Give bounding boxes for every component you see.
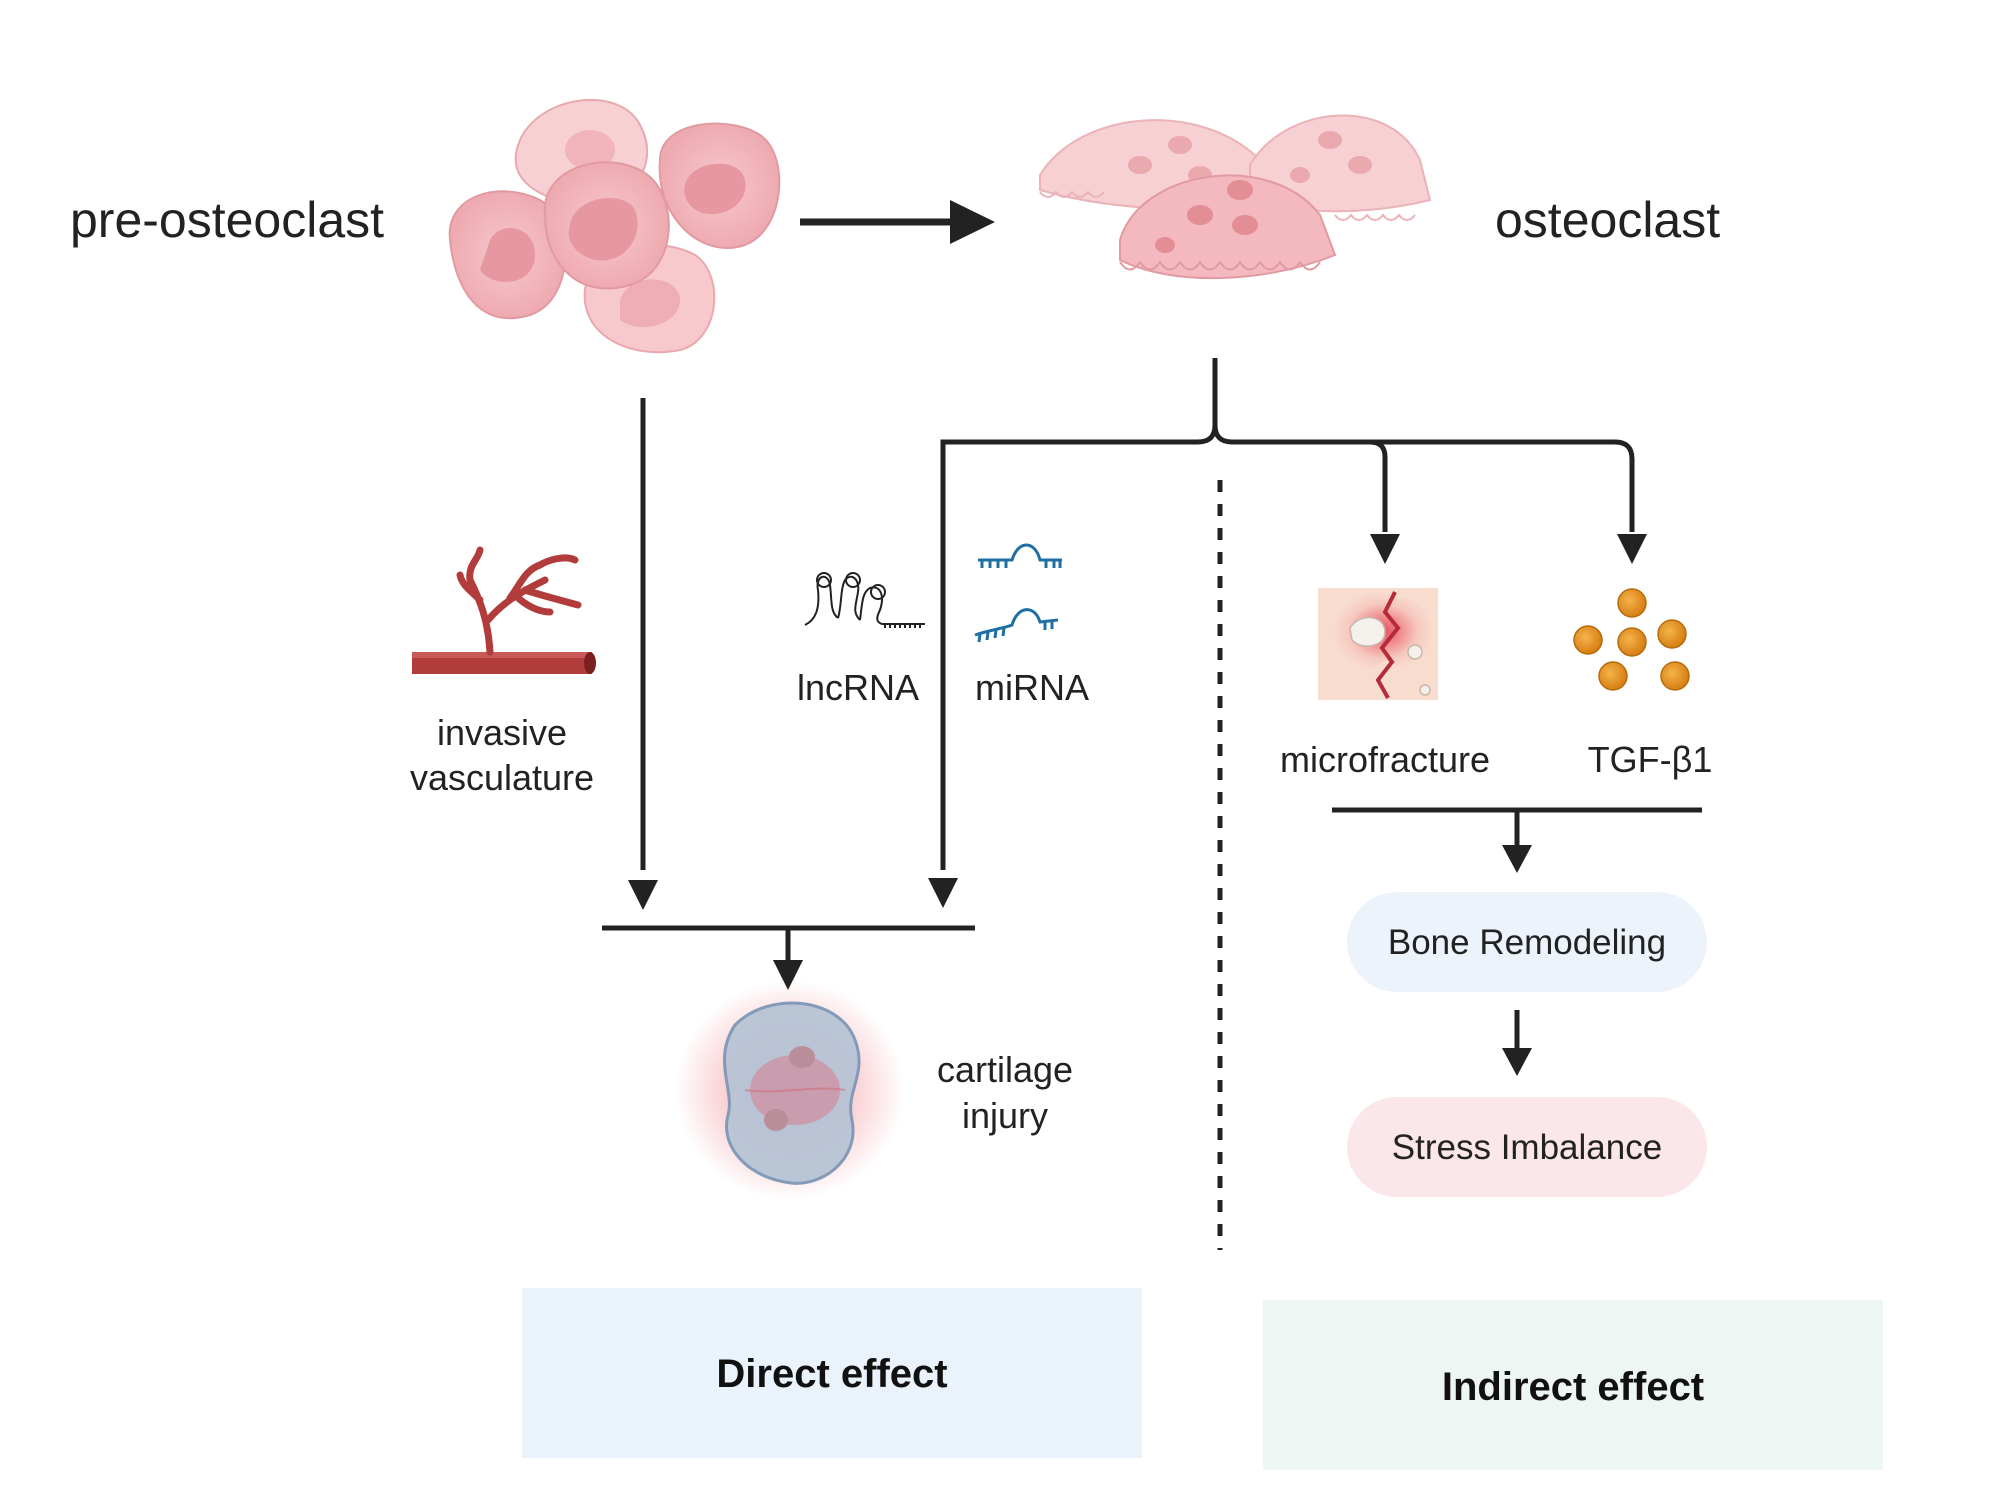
- tgf-beta1-icon: [1573, 588, 1690, 691]
- direct-effect-panel: Direct effect: [522, 1288, 1142, 1458]
- cartilage-injury-icon: [675, 980, 905, 1200]
- arrowheads: [628, 534, 1647, 910]
- pre-osteoclast-label: pre-osteoclast: [70, 192, 384, 248]
- microfracture-icon: [1318, 588, 1438, 700]
- stress-imbalance-label: Stress Imbalance: [1392, 1128, 1662, 1167]
- branch-connectors: [640, 358, 1635, 870]
- microfracture-label: microfracture: [1280, 739, 1490, 780]
- indirect-effect-panel: Indirect effect: [1263, 1300, 1883, 1470]
- mirna-icon: [974, 543, 1062, 643]
- bone-remodeling-pill: Bone Remodeling: [1347, 892, 1707, 992]
- osteoclast-label: osteoclast: [1495, 192, 1720, 248]
- cartilage-injury-label-line1: cartilage: [937, 1049, 1073, 1090]
- invasive-vasculature-label-line2: vasculature: [410, 757, 594, 798]
- blood-vessel-icon: [412, 546, 596, 674]
- direct-effect-label: Direct effect: [716, 1352, 947, 1396]
- indirect-effect-label: Indirect effect: [1442, 1365, 1704, 1409]
- lncrna-icon: [804, 572, 925, 628]
- direct-merge-connector: [602, 925, 975, 990]
- stress-imbalance-pill: Stress Imbalance: [1347, 1097, 1707, 1197]
- lncrna-label: lncRNA: [797, 667, 919, 708]
- tgf-beta1-label: TGF-β1: [1588, 739, 1713, 780]
- cartilage-injury-label-line2: injury: [962, 1095, 1048, 1136]
- pre-osteoclast-icon: [448, 98, 781, 354]
- invasive-vasculature-label-line1: invasive: [437, 712, 567, 753]
- mirna-label: miRNA: [975, 667, 1089, 708]
- indirect-merge-connector: [1332, 807, 1702, 1076]
- bone-remodeling-label: Bone Remodeling: [1388, 923, 1666, 962]
- differentiation-arrow: [800, 200, 995, 244]
- osteoclast-icon: [1039, 114, 1432, 280]
